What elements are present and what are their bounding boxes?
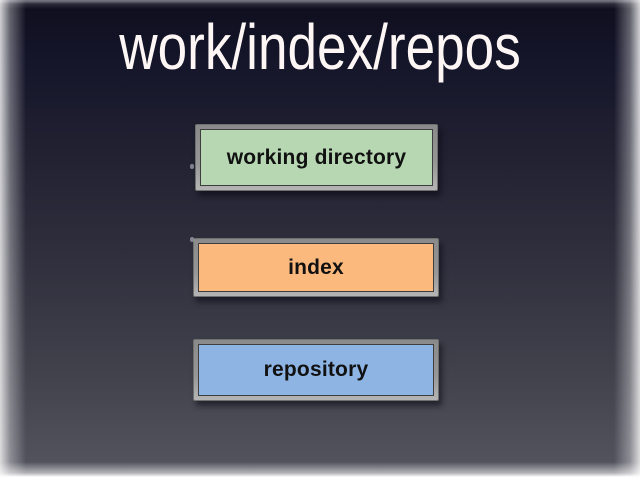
box-repository: repository [193,339,439,401]
box-repository-label: repository [263,358,369,381]
box-repository-fill: repository [198,344,434,396]
connector-handle-index [190,237,194,242]
box-index-label: index [288,255,344,279]
box-working-directory-fill: working directory [200,129,433,186]
box-working-directory: working directory [195,124,438,191]
box-index-fill: index [198,243,434,292]
slide-title: work/index/repos [119,11,521,83]
box-index: index [193,238,439,297]
box-working-directory-label: working directory [226,145,407,169]
connector-handle-working [190,164,194,169]
